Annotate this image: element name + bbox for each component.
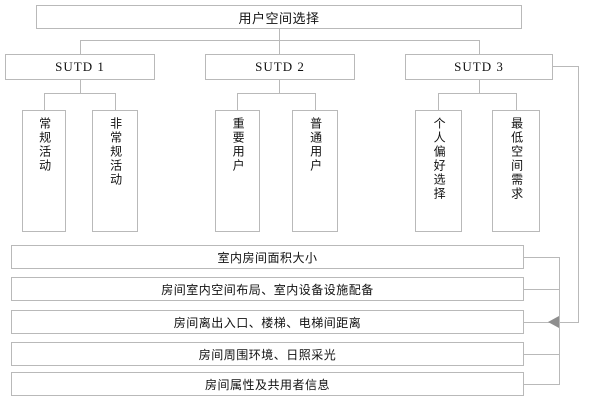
leaf-label: 非常规活动 [108,117,123,187]
leaf-node-sutd3-a[interactable]: 个人偏好选择 [415,110,462,232]
connector-sutd3-stem [479,80,480,93]
branch-node-sutd-2[interactable]: SUTD 2 [205,54,355,80]
leaf-label: 常规活动 [37,117,52,173]
connector-level2-bus [80,40,480,41]
connector-attr-2-stub [524,322,559,323]
connector-sutd2-drop [279,40,280,54]
connector-attr-0-stub [524,257,559,258]
connector-sutd3-bus [438,93,516,94]
feedback-arrow-icon [548,316,559,328]
connector-feedback-vertical [578,66,579,322]
leaf-label: 个人偏好选择 [432,117,447,201]
connector-sutd1-bus [44,93,115,94]
connector-sutd3-drop [479,40,480,54]
connector-leaf-4-drop [438,93,439,110]
leaf-label: 重要用户 [231,117,246,173]
leaf-node-sutd2-a[interactable]: 重要用户 [215,110,260,232]
attribute-row-5[interactable]: 房间属性及共用者信息 [11,372,524,396]
connector-sutd2-stem [279,80,280,93]
connector-sutd1-stem [80,80,81,93]
leaf-node-sutd2-b[interactable]: 普通用户 [292,110,338,232]
root-node-title[interactable]: 用户空间选择 [36,5,522,29]
connector-sutd3-right-stub [553,66,579,67]
connector-leaf-2-drop [237,93,238,110]
leaf-label: 最低空间需求 [509,117,524,201]
attribute-row-2[interactable]: 房间室内空间布局、室内设备设施配备 [11,277,524,301]
connector-attr-1-stub [524,289,559,290]
connector-leaf-0-drop [44,93,45,110]
connector-sutd1-drop [80,40,81,54]
connector-attr-4-stub [524,384,559,385]
leaf-node-sutd1-a[interactable]: 常规活动 [22,110,66,232]
leaf-node-sutd1-b[interactable]: 非常规活动 [92,110,138,232]
connector-leaf-5-drop [516,93,517,110]
branch-node-sutd-3[interactable]: SUTD 3 [405,54,553,80]
attribute-row-4[interactable]: 房间周围环境、日照采光 [11,342,524,366]
connector-sutd2-bus [237,93,315,94]
leaf-label: 普通用户 [308,117,323,173]
branch-node-sutd-1[interactable]: SUTD 1 [5,54,155,80]
connector-attributes-collector [559,257,560,385]
connector-leaf-1-drop [115,93,116,110]
leaf-node-sutd3-b[interactable]: 最低空间需求 [492,110,540,232]
connector-attr-3-stub [524,354,559,355]
attribute-row-1[interactable]: 室内房间面积大小 [11,245,524,269]
connector-title-drop [279,29,280,41]
connector-leaf-3-drop [315,93,316,110]
attribute-row-3[interactable]: 房间离出入口、楼梯、电梯间距离 [11,310,524,334]
connector-feedback-into-arrow [559,322,579,323]
